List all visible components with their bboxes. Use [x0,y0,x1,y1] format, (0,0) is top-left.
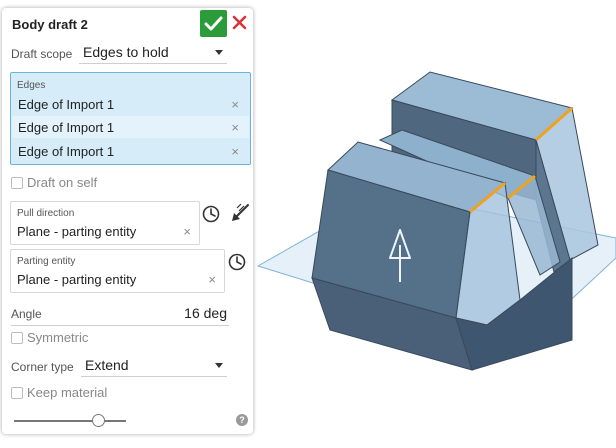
base-block[interactable] [455,256,573,371]
caret-down-icon [215,363,223,368]
corner-type-dropdown[interactable]: Extend [81,354,227,377]
draft-scope-value: Edges to hold [83,44,169,60]
draft-on-self-checkbox[interactable] [11,177,23,189]
highlighted-edge[interactable] [535,106,573,142]
corner-type-label: Corner type [11,360,74,374]
edge-item[interactable]: Edge of Import 1 × [12,116,249,138]
edge-item[interactable]: Edge of Import 1 × [12,140,249,162]
pull-direction-arrow-icon[interactable] [389,229,411,282]
draft-scope-label: Draft scope [11,47,73,61]
help-icon[interactable]: ? [236,414,248,426]
edge-item-label: Edge of Import 1 [18,144,115,159]
parting-entity-field[interactable]: Parting entity Plane - parting entity × [10,249,225,293]
close-icon [232,15,247,30]
angle-input[interactable]: Angle 16 deg [11,305,229,326]
pull-direction-field[interactable]: Pull direction Plane - parting entity × [10,201,200,245]
flip-direction-icon[interactable] [229,202,251,224]
edge-item[interactable]: Edge of Import 1 × [12,93,249,115]
symmetric-checkbox[interactable] [11,332,23,344]
parting-entity-label: Parting entity [17,256,76,267]
edges-title: Edges [17,80,46,91]
draft-scope-dropdown[interactable]: Edges to hold [79,41,227,64]
check-icon [204,16,223,31]
clear-parting-entity-icon[interactable]: × [208,272,216,287]
keep-material-checkbox[interactable] [11,387,23,399]
clock-icon[interactable] [227,252,247,272]
slider-handle[interactable] [92,414,105,427]
corner-type-value: Extend [85,357,129,373]
dialog-header: Body draft 2 [2,8,253,40]
remove-edge-icon[interactable]: × [231,144,239,159]
edges-selection-box[interactable]: Edges Edge of Import 1 × Edge of Import … [10,72,251,165]
pull-direction-value: Plane - parting entity [17,224,137,239]
body-draft-dialog: Body draft 2 Draft scope Edges to hold E… [2,8,253,434]
model-viewport[interactable] [256,0,616,448]
remove-edge-icon[interactable]: × [231,97,239,112]
dialog-title: Body draft 2 [12,17,88,32]
clock-icon[interactable] [201,204,221,224]
highlighted-edge[interactable] [507,174,536,200]
draft-on-self-label: Draft on self [27,175,98,190]
remove-edge-icon[interactable]: × [231,120,239,135]
highlighted-edge[interactable] [469,181,506,214]
edge-item-label: Edge of Import 1 [18,120,115,135]
keep-material-label: Keep material [27,385,108,400]
caret-down-icon [215,50,223,55]
edge-item-label: Edge of Import 1 [18,97,115,112]
symmetric-label: Symmetric [27,330,89,345]
cancel-button[interactable] [231,14,249,32]
pull-direction-label: Pull direction [17,208,75,219]
confirm-button[interactable] [200,10,227,37]
parting-entity-value: Plane - parting entity [17,272,137,287]
clear-pull-direction-icon[interactable]: × [183,224,191,239]
angle-value[interactable]: 16 deg [184,305,227,321]
slider-track[interactable] [14,420,126,422]
angle-label: Angle [11,307,42,321]
